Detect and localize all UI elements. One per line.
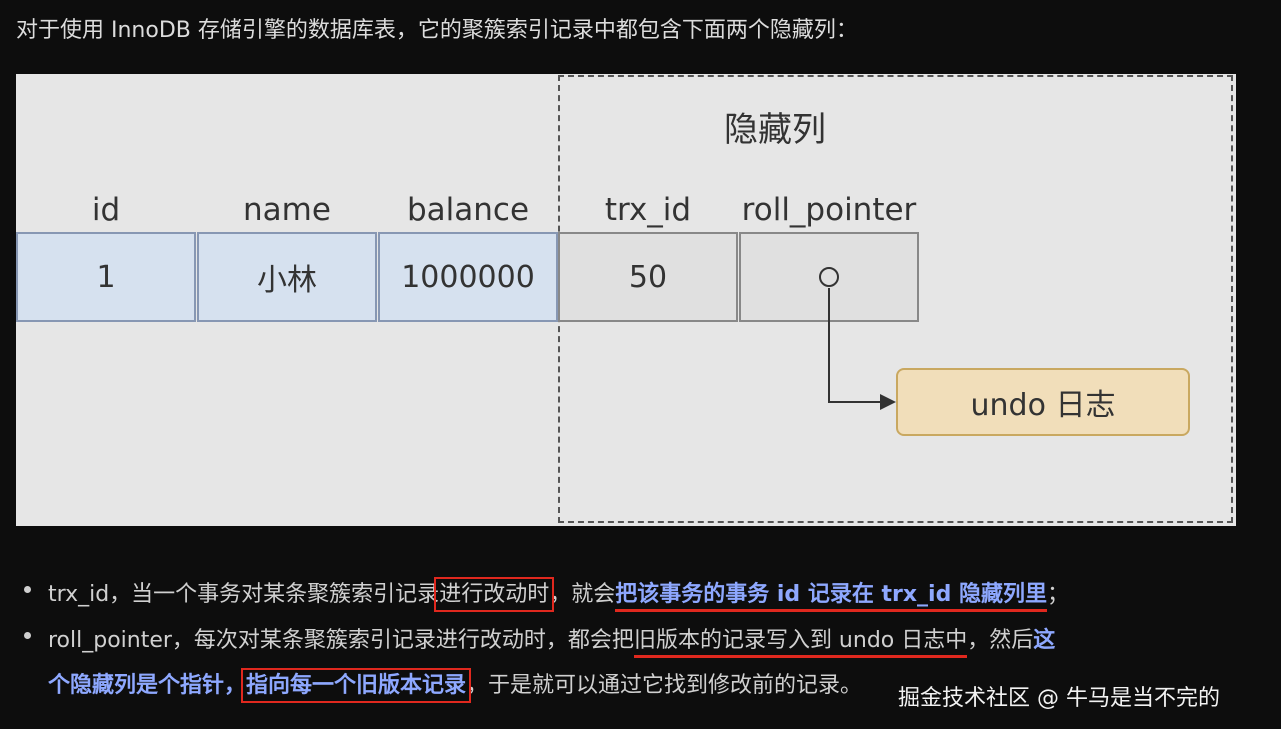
hidden-columns-diagram: 隐藏列 id name balance trx_id roll_pointer … (16, 74, 1236, 526)
intro-text: 对于使用 InnoDB 存储引擎的数据库表，它的聚簇索引记录中都包含下面两个隐藏… (16, 18, 858, 43)
cell-balance: 1000000 (378, 232, 558, 322)
undo-log-box: undo 日志 (896, 368, 1190, 436)
bullet-dot (24, 632, 31, 639)
emphasis-trx-id: 把该事务的事务 id 记录在 trx_id 隐藏列里 (615, 582, 1047, 612)
cell-trx-id: 50 (558, 232, 738, 322)
highlight-old-versions: 指向每一个旧版本记录 (241, 668, 472, 703)
bullet-dot (24, 586, 31, 593)
highlight-modify: 进行改动时 (434, 577, 555, 612)
watermark: 掘金技术社区 @ 牛马是当不完的 (898, 686, 1220, 711)
column-header-balance: balance (406, 192, 530, 228)
cell-id: 1 (16, 232, 196, 322)
hidden-columns-title: 隐藏列 (724, 110, 826, 150)
underline-old-version: 旧版本的记录写入到 undo 日志中 (633, 628, 968, 658)
bullet-trx-id: trx_id，当一个事务对某条聚簇索引记录进行改动时，就会把该事务的事务 id … (48, 576, 1069, 612)
column-header-id: id (91, 192, 121, 228)
bullet-roll-pointer-cont: 个隐藏列是个指针，指向每一个旧版本记录，于是就可以通过它找到修改前的记录。 (48, 668, 863, 703)
column-header-trx-id: trx_id (604, 192, 692, 228)
pointer-arrow (828, 288, 896, 410)
column-header-roll-pointer: roll_pointer (741, 192, 917, 228)
cell-name: 小林 (197, 232, 377, 322)
pointer-dot (819, 267, 839, 287)
column-header-name: name (243, 192, 331, 228)
bullet-roll-pointer: roll_pointer，每次对某条聚簇索引记录进行改动时，都会把旧版本的记录写… (48, 622, 1055, 658)
